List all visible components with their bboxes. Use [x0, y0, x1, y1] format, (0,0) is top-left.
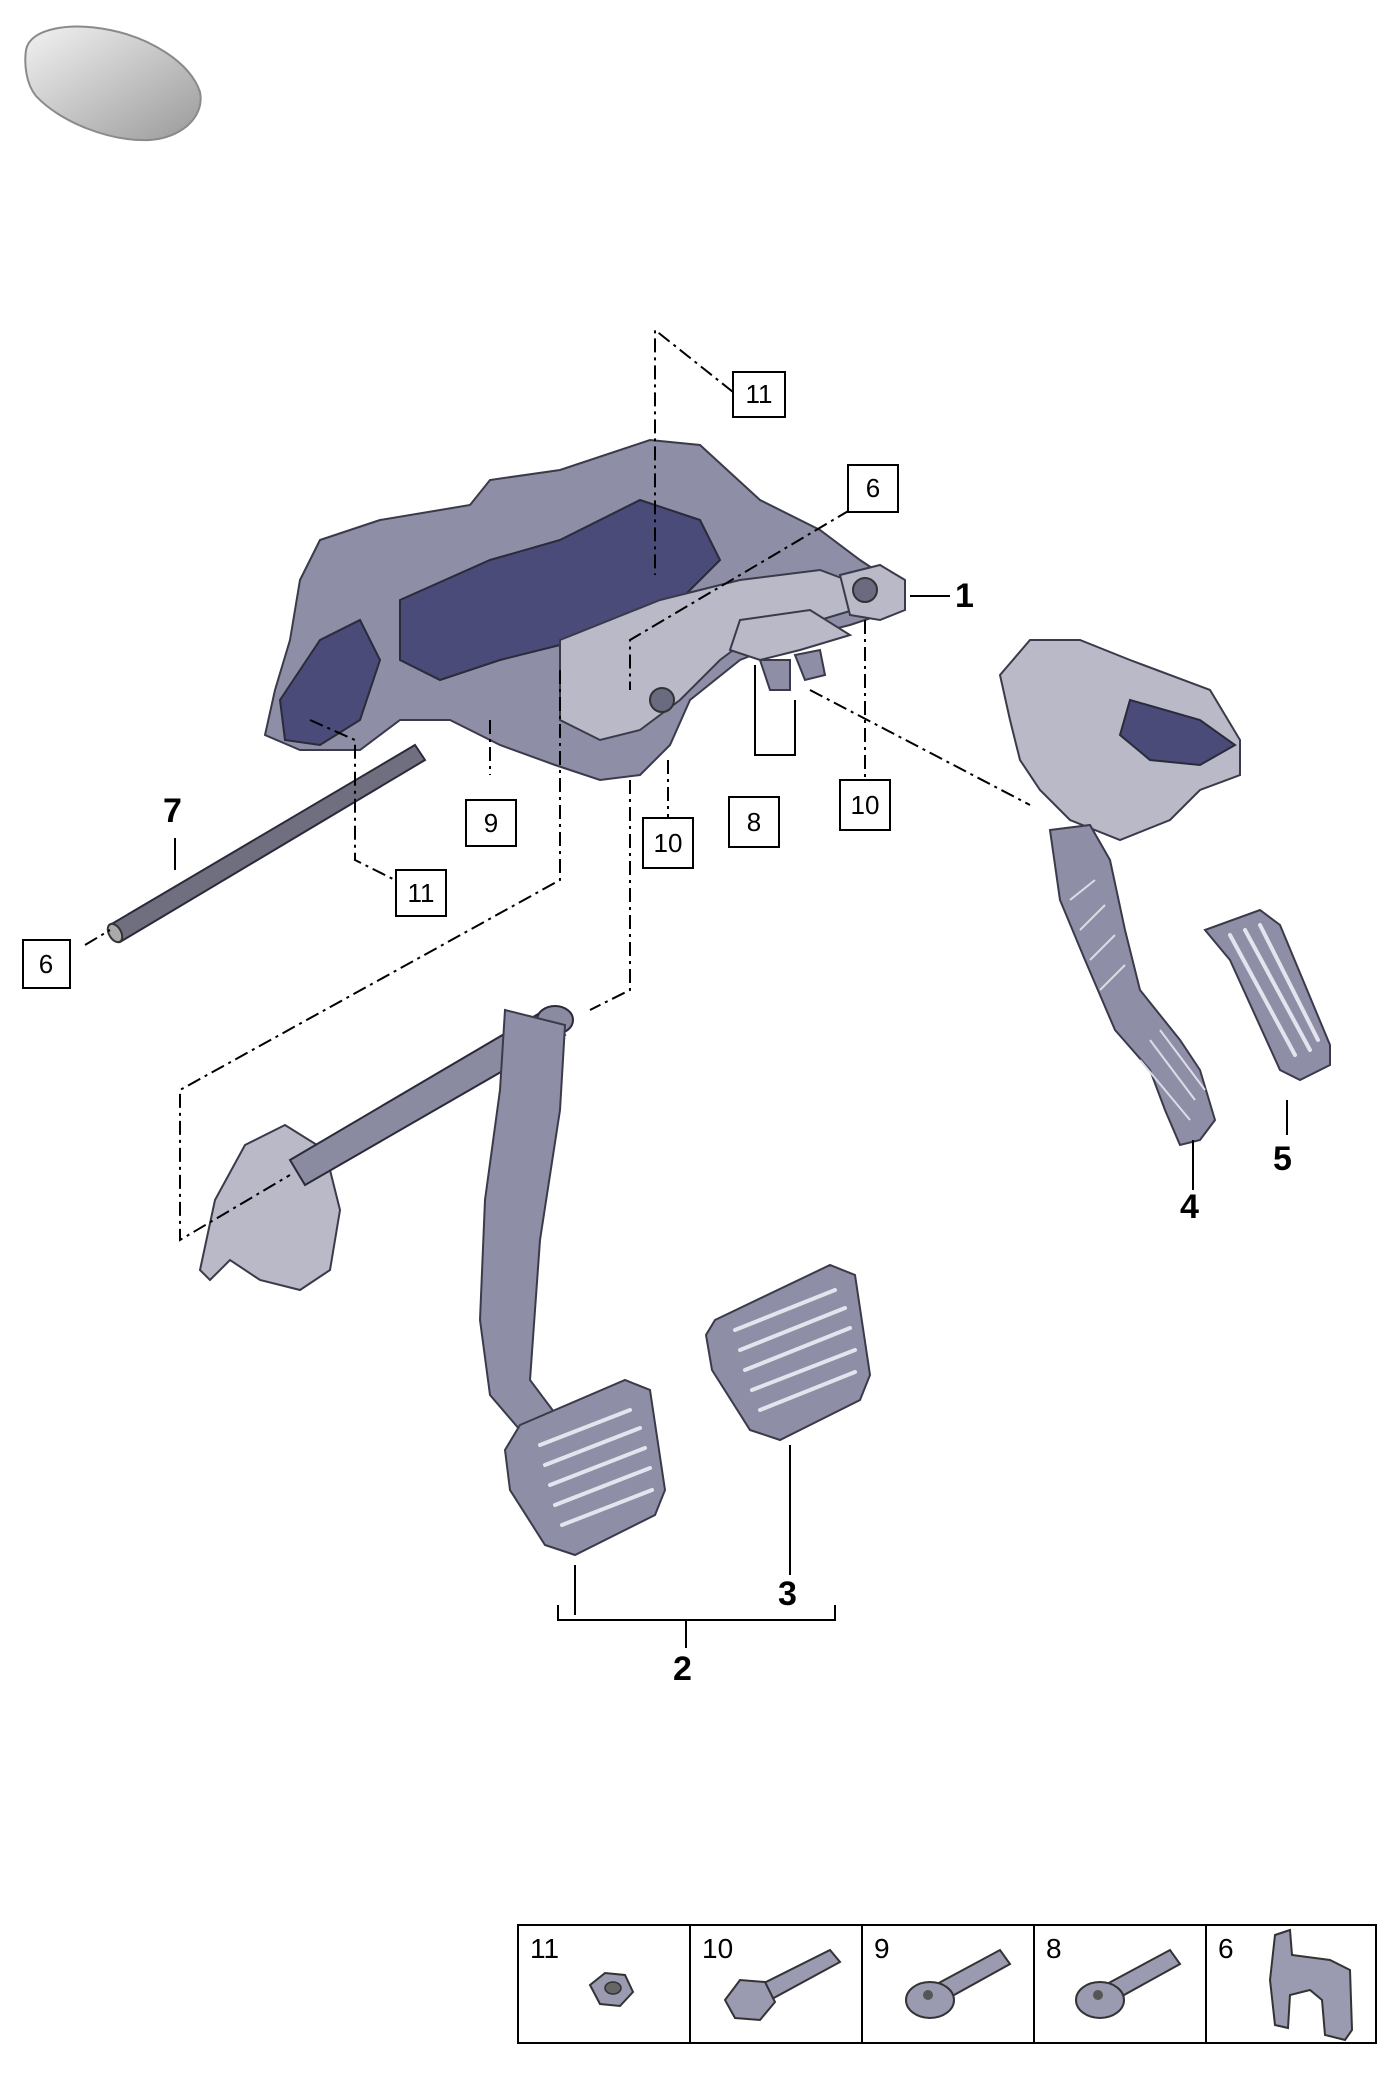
svg-text:6: 6	[39, 949, 53, 979]
boxed-callout-6-top: 6	[847, 464, 899, 513]
leader-lines	[174, 595, 1288, 1648]
boxed-callout-11-bottom: 11	[395, 869, 447, 917]
legend-cell-10: 10	[702, 1933, 842, 2022]
svg-text:6: 6	[1218, 1933, 1234, 1964]
callout-4: 4	[1180, 1188, 1199, 1226]
torx-bolt-icon	[1075, 1948, 1182, 2019]
accelerator-pedal	[998, 639, 1241, 1147]
svg-text:8: 8	[747, 807, 761, 837]
legend-cell-8: 8	[1046, 1933, 1182, 2019]
svg-text:10: 10	[851, 790, 880, 820]
callout-5: 5	[1273, 1140, 1292, 1178]
svg-text:10: 10	[702, 1933, 733, 1964]
callout-3: 3	[778, 1575, 797, 1613]
callout-7: 7	[163, 792, 182, 830]
callout-numbers: 1 7 4 5 3 2	[163, 577, 1292, 1688]
torx-bolt-icon	[905, 1948, 1012, 2019]
boxed-callout-11-top: 11	[732, 371, 786, 418]
boxed-callouts: 11 6 9 10 8 10 11 6	[22, 371, 899, 989]
svg-text:11: 11	[530, 1933, 559, 1964]
nut-icon	[588, 1971, 635, 2008]
pedal-bracket	[263, 438, 906, 782]
boxed-callout-10-right: 10	[839, 779, 891, 831]
accelerator-pad-cover	[1203, 908, 1331, 1082]
boxed-callout-6-left: 6	[22, 939, 71, 989]
legend-cell-11: 11	[530, 1933, 635, 2008]
boxed-callout-8: 8	[728, 796, 780, 848]
svg-text:9: 9	[874, 1933, 890, 1964]
callout-1: 1	[955, 577, 974, 615]
svg-text:8: 8	[1046, 1933, 1062, 1964]
legend-cell-9: 9	[874, 1933, 1012, 2019]
svg-text:6: 6	[866, 473, 880, 503]
fastener-legend: 11 10 9 8	[517, 1924, 1377, 2044]
svg-text:10: 10	[654, 828, 683, 858]
svg-text:9: 9	[484, 808, 498, 838]
brake-pedal-pad	[704, 1263, 872, 1442]
brake-pedal-assembly	[198, 1005, 667, 1557]
svg-text:11: 11	[408, 878, 435, 908]
clip-icon	[1268, 1928, 1354, 2042]
boxed-callout-9: 9	[465, 799, 517, 847]
hex-bolt-icon	[723, 1948, 842, 2022]
pedal-shaft	[106, 743, 427, 944]
svg-text:11: 11	[746, 379, 773, 409]
reference-lines	[84, 327, 1031, 1242]
callout-2: 2	[673, 1650, 692, 1688]
boxed-callout-10-mid: 10	[642, 817, 694, 869]
car-thumbnail-icon	[24, 25, 202, 142]
legend-cell-6: 6	[1218, 1928, 1354, 2042]
